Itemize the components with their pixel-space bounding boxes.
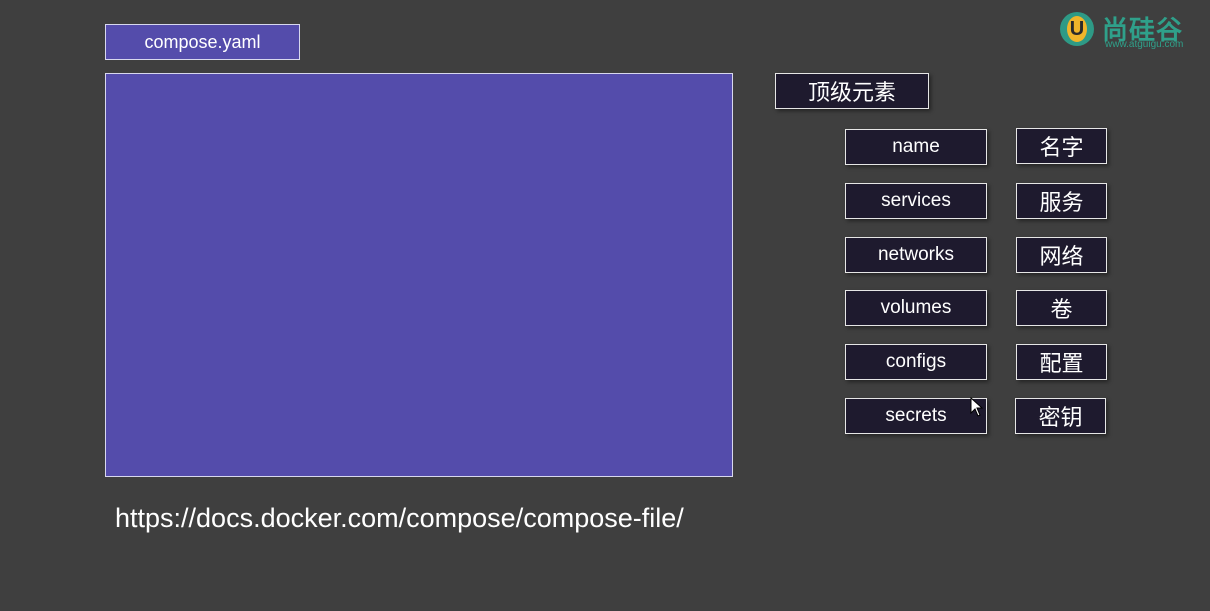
element-translation-name: 名字 [1016, 128, 1107, 164]
element-translation-secrets: 密钥 [1015, 398, 1106, 434]
element-key-volumes: volumes [845, 290, 987, 326]
element-translation-volumes: 卷 [1016, 290, 1107, 326]
top-level-elements-heading: 顶级元素 [775, 73, 929, 109]
logo-mark-icon: U [1060, 12, 1094, 46]
atguigu-logo: U 尚硅谷 www.atguigu.com [1060, 10, 1205, 52]
compose-file-label: compose.yaml [105, 24, 300, 60]
logo-url: www.atguigu.com [1105, 39, 1184, 50]
element-translation-configs: 配置 [1016, 344, 1107, 380]
element-key-networks: networks [845, 237, 987, 273]
logo-name: 尚硅谷 [1102, 15, 1184, 45]
element-translation-networks: 网络 [1016, 237, 1107, 273]
logo-mark-letter: U [1069, 17, 1085, 40]
compose-file-area [105, 73, 733, 477]
mouse-cursor-icon [970, 397, 984, 417]
element-translation-services: 服务 [1016, 183, 1107, 219]
element-key-services: services [845, 183, 987, 219]
element-key-name: name [845, 129, 987, 165]
element-key-configs: configs [845, 344, 987, 380]
docs-url: https://docs.docker.com/compose/compose-… [115, 503, 684, 533]
element-key-secrets: secrets [845, 398, 987, 434]
